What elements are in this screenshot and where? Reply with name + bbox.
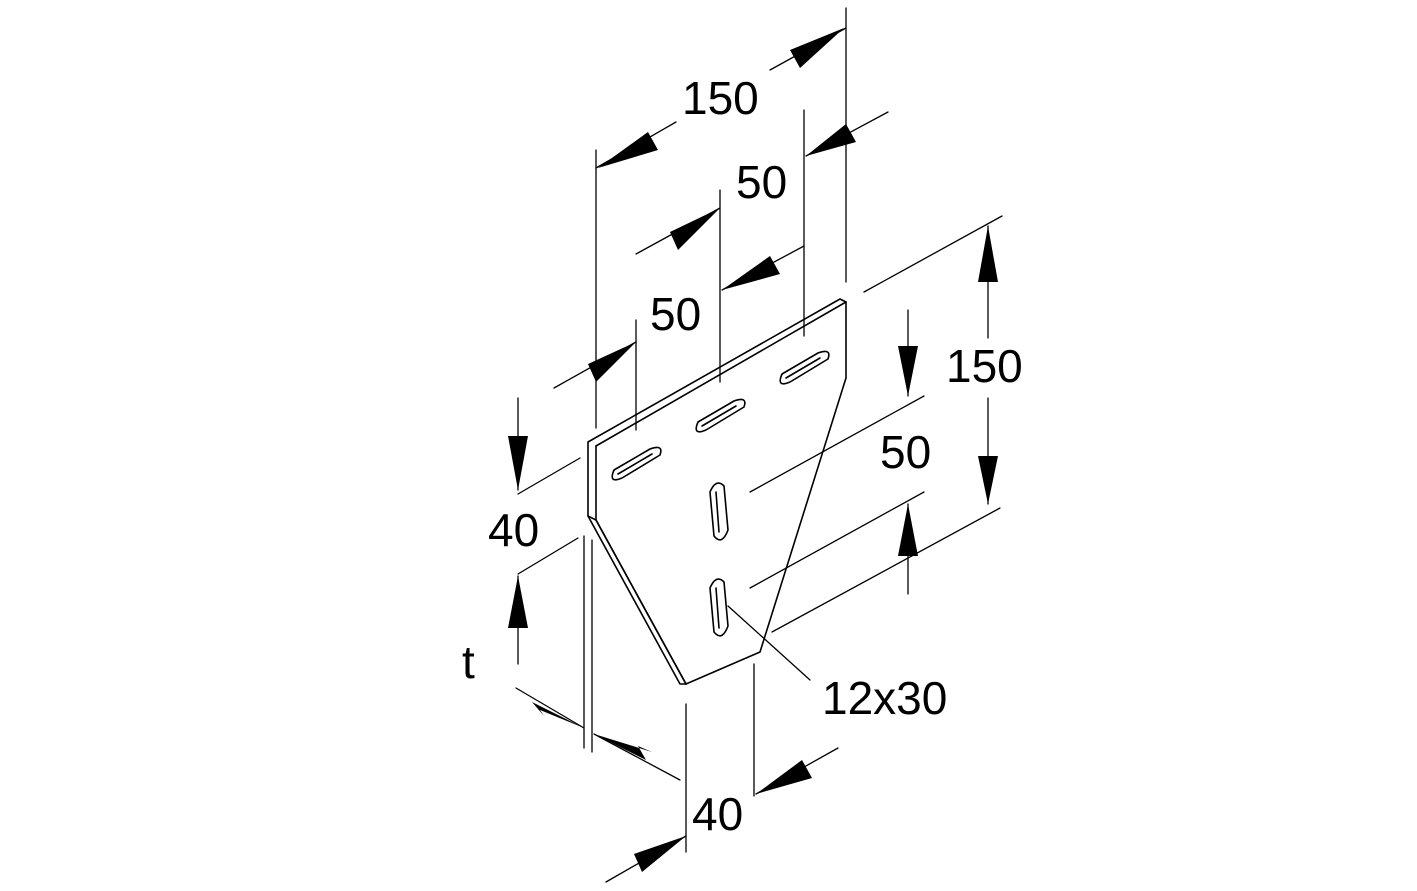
dim-slot-pitch-top-right: 50: [736, 156, 787, 208]
dim-slot-pitch-vertical: 50: [880, 426, 931, 478]
dim-slot-pitch-top-left: 50: [650, 288, 701, 340]
slot-top-middle: [695, 398, 746, 433]
slot-top-right: [779, 350, 830, 385]
arrowheads: [508, 28, 998, 872]
slot-top-left: [611, 446, 662, 481]
extension-lines: [517, 7, 1003, 853]
dim-thickness: t: [462, 636, 475, 688]
plate-outline: [587, 298, 847, 685]
dim-edge-offset-left: 40: [488, 504, 539, 556]
dim-edge-offset-bottom: 40: [692, 788, 743, 840]
dim-overall-width: 150: [682, 72, 759, 124]
dim-overall-height: 150: [946, 340, 1023, 392]
dim-slot-size: 12x30: [822, 672, 947, 724]
slot-vertical-lower: [709, 578, 729, 637]
slot-vertical-upper: [709, 482, 729, 541]
